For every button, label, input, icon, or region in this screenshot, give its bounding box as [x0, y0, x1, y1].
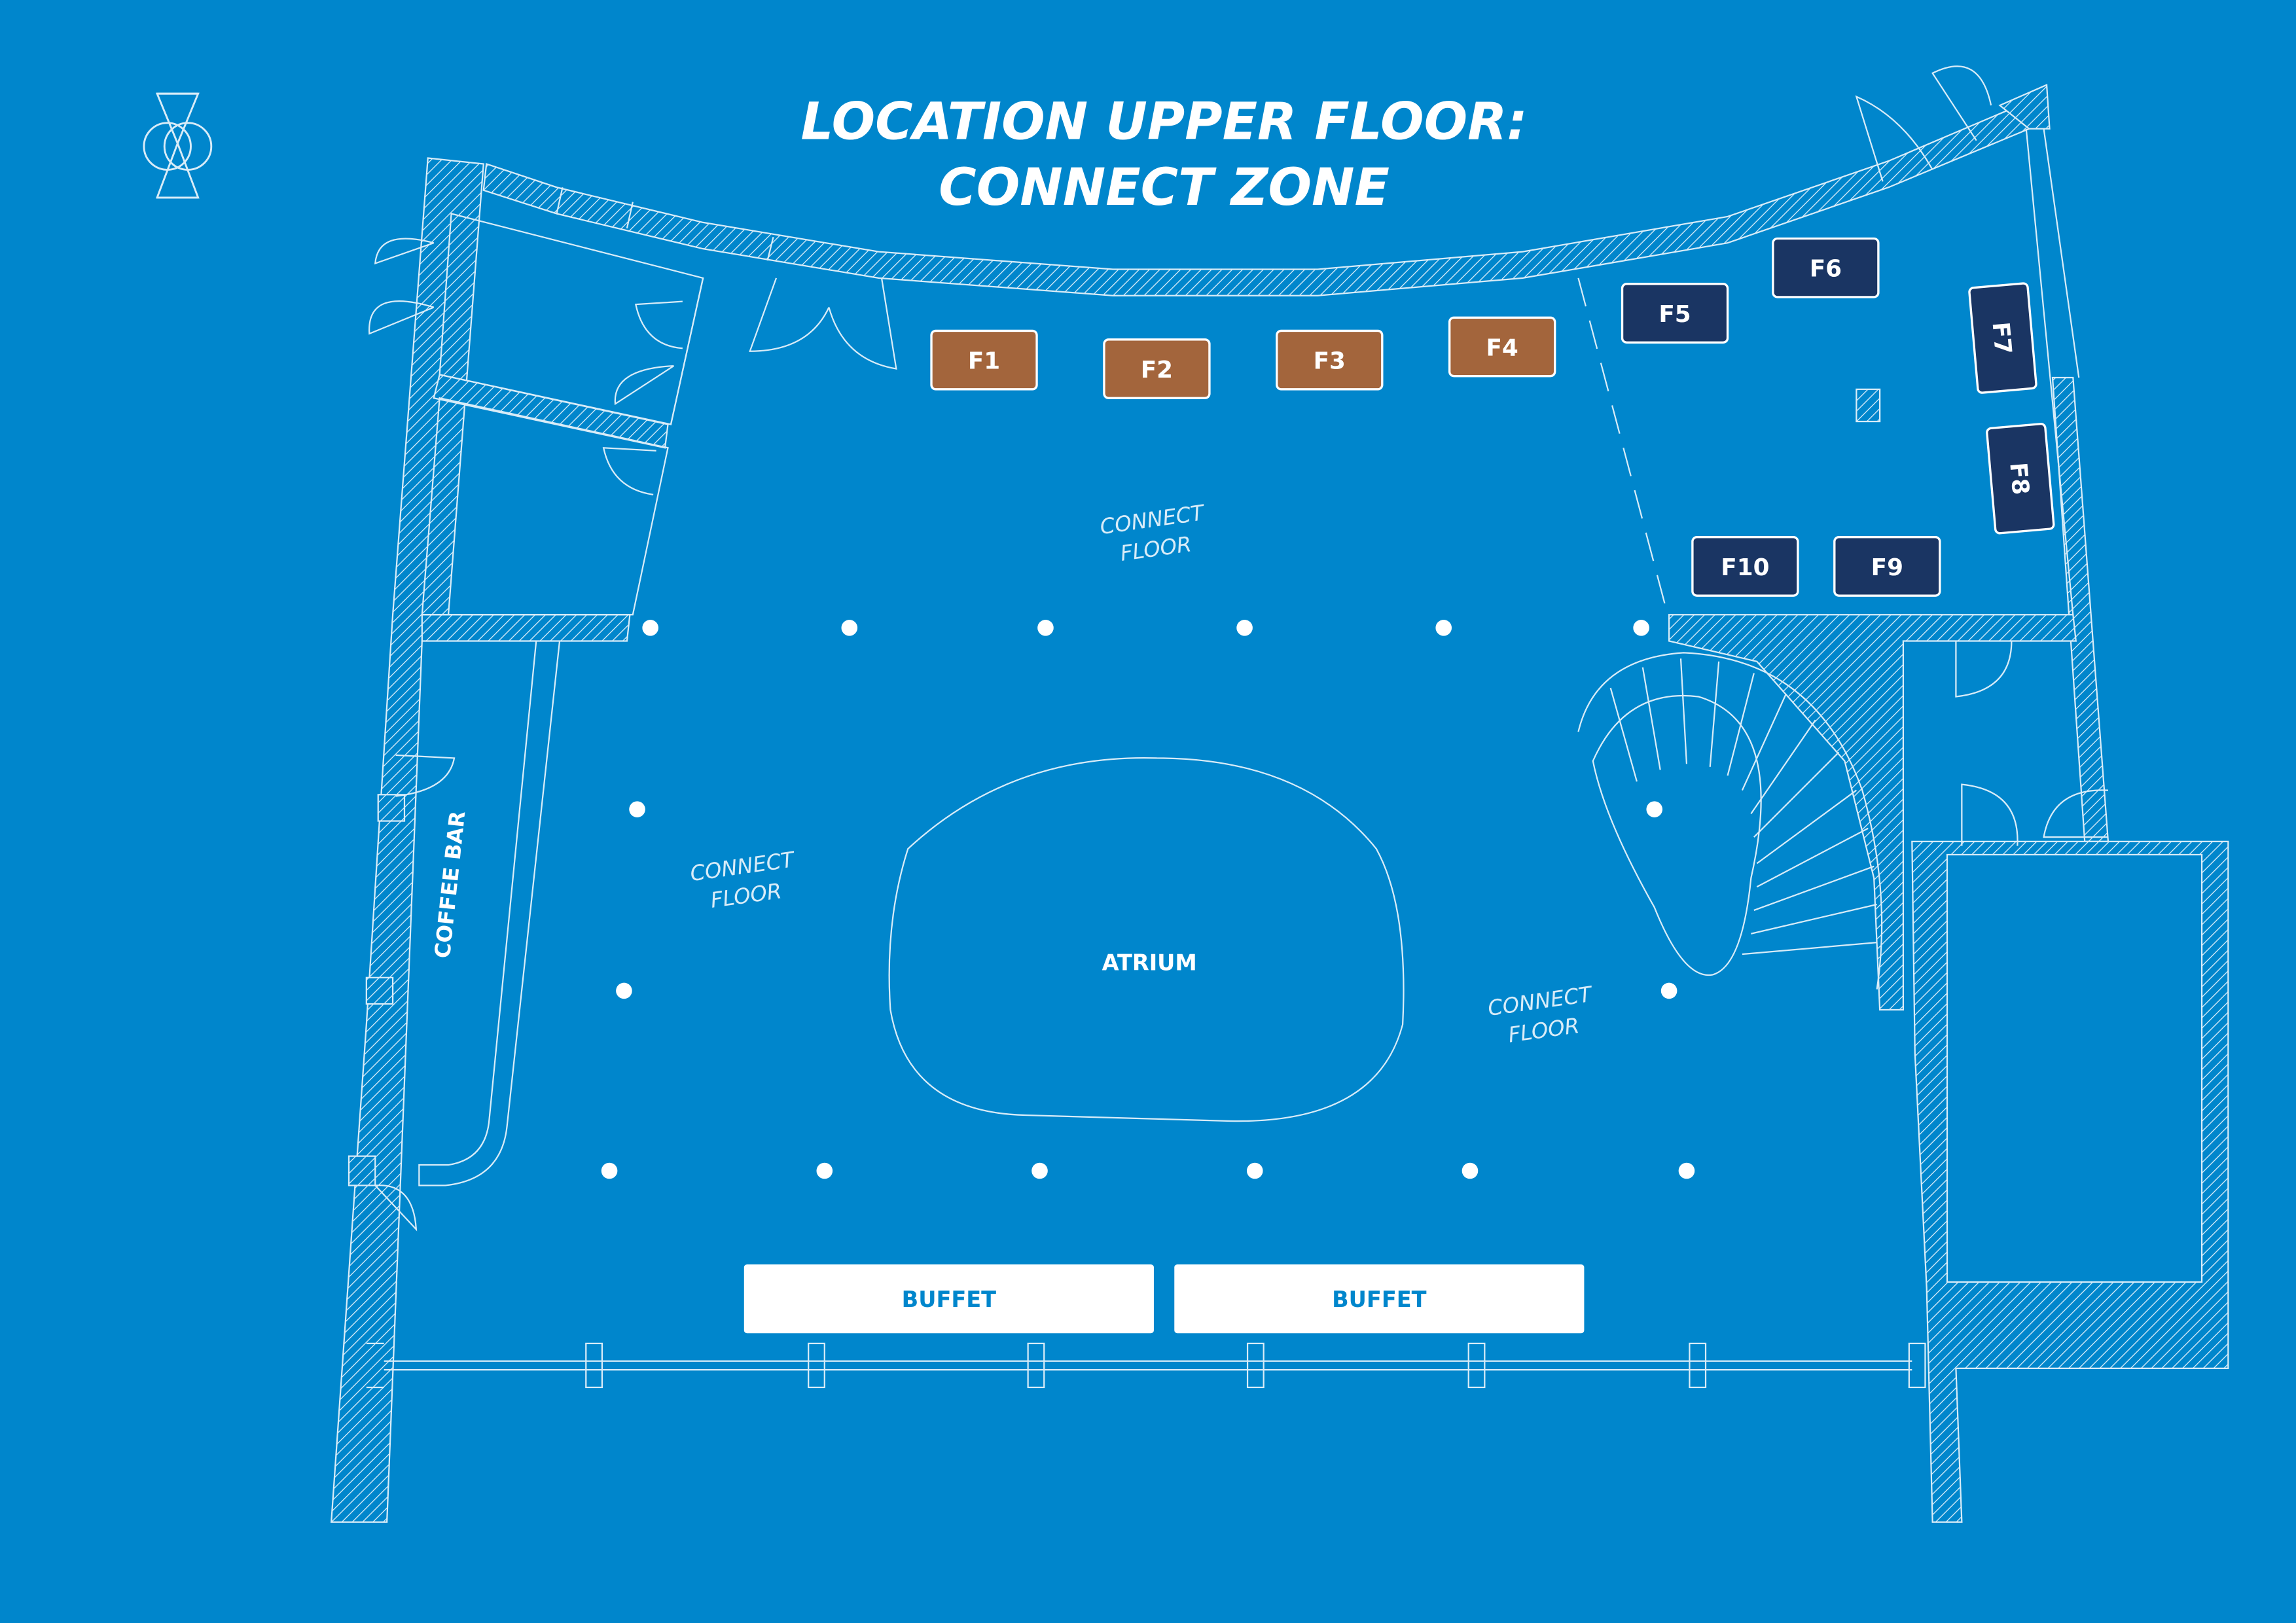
title-line-2: CONNECT ZONE [939, 158, 1390, 217]
circles-triangle-logo-icon [143, 92, 213, 199]
wall-stub-1 [377, 794, 406, 822]
connect-floor-top-line-2: FLOOR [1119, 531, 1193, 566]
connect-floor-left-line-2: FLOOR [709, 878, 783, 913]
west-room-lower [421, 397, 669, 616]
booth-f4[interactable]: F4 [1448, 316, 1556, 378]
booth-f8-label: F8 [2004, 461, 2034, 496]
atrium-label: ATRIUM [1102, 950, 1197, 976]
north-east-corner-wall [1998, 84, 2051, 130]
connect-floor-top-line-1: CONNECT [1098, 500, 1206, 539]
booth-f10[interactable]: F10 [1691, 536, 1799, 597]
booth-f6-label: F6 [1810, 256, 1842, 283]
doors [368, 65, 2109, 1232]
buffet-label-2: BUFFET [1332, 1287, 1427, 1312]
coffee-bar-counter [418, 641, 561, 1186]
column-hatch [1856, 388, 1881, 423]
wall-stub-3 [348, 1155, 376, 1186]
booth-f1-label: F1 [968, 348, 1000, 375]
spiral-staircase [1577, 652, 1883, 990]
mid-corridor-wall [421, 614, 631, 642]
south-east-room [1946, 853, 2203, 1283]
booth-f5-label: F5 [1659, 301, 1691, 328]
booth-f2[interactable]: F2 [1103, 338, 1211, 399]
booth-f3-label: F3 [1314, 348, 1346, 375]
title-line-1: LOCATION UPPER FLOOR: [801, 92, 1528, 151]
buffet-label-1: BUFFET [902, 1287, 997, 1312]
connect-floor-right-line-1: CONNECT [1486, 982, 1594, 1021]
booth-f9[interactable]: F9 [1833, 536, 1941, 597]
east-outer-wall [2051, 376, 2109, 842]
booth-f5[interactable]: F5 [1621, 283, 1729, 344]
booth-f6[interactable]: F6 [1772, 237, 1880, 298]
coffee-bar-label: COFFEE BAR [430, 810, 470, 959]
booth-f4-label: F4 [1486, 334, 1518, 361]
buffet-table-1 [744, 1264, 1154, 1334]
buffet-tables: BUFFET BUFFET [744, 1264, 1585, 1334]
exhibitor-booths: F1 F2 F3 F4 F5 F6 F7 F8 [930, 237, 2055, 597]
booth-f8[interactable]: F8 [1986, 423, 2055, 535]
floor-outlines [366, 128, 2080, 1389]
connect-floor-right-line-2: FLOOR [1507, 1013, 1581, 1048]
atrium-void [888, 757, 1405, 1122]
buffet-table-2 [1174, 1264, 1585, 1334]
booth-f10-label: F10 [1721, 554, 1769, 581]
stair-landing-wall [1668, 614, 2077, 1011]
columns [601, 620, 1695, 1179]
connect-floor-left-line-1: CONNECT [689, 847, 797, 886]
booth-f7[interactable]: F7 [1968, 282, 2037, 394]
wall-stub-2 [365, 976, 394, 1005]
booth-f2-label: F2 [1141, 357, 1173, 383]
booth-f9-label: F9 [1871, 554, 1903, 581]
glass-partition [1577, 277, 1667, 609]
booth-f3[interactable]: F3 [1276, 329, 1384, 391]
inner-partition-wall [433, 374, 669, 449]
booth-f7-label: F7 [1986, 321, 2016, 355]
map-title: LOCATION UPPER FLOOR: CONNECT ZONE [801, 92, 1528, 217]
booth-f1[interactable]: F1 [930, 329, 1038, 391]
